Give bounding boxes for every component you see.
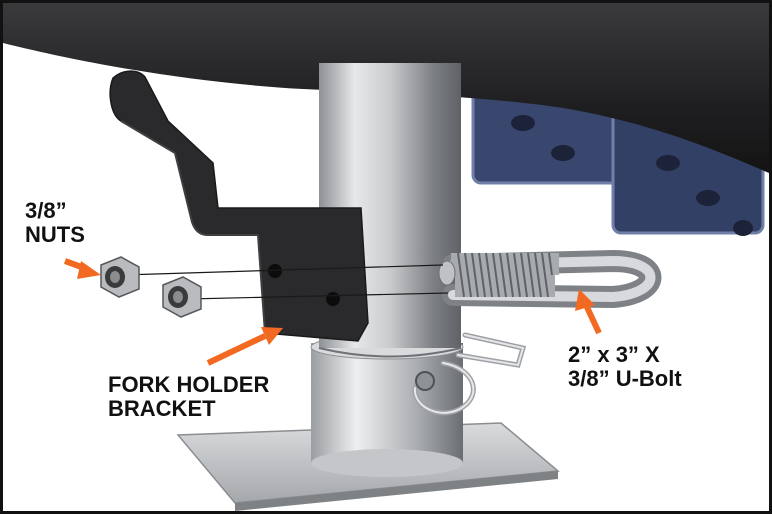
label-fork-line2: BRACKET [108, 395, 216, 421]
nut-right [162, 276, 202, 318]
arrow-fork-holder [206, 327, 283, 366]
arrow-nuts [63, 258, 101, 279]
nut-left [100, 256, 140, 298]
assembly-illustration [3, 3, 769, 511]
label-u-bolt: 2” x 3” X 3/8” U-Bolt [568, 343, 682, 391]
label-ubolt-line2: 3/8” U-Bolt [568, 365, 682, 391]
pin-clip-highlight [413, 334, 525, 414]
label-nuts-size: 3/8” [25, 198, 67, 223]
label-fork-line1: FORK HOLDER [108, 372, 270, 397]
assembly-guide-lines [122, 264, 449, 300]
lower-pole [311, 343, 463, 463]
label-nuts: 3/8” NUTS [25, 199, 85, 247]
label-fork-holder-bracket: FORK HOLDER BRACKET [108, 373, 269, 421]
u-bolt [438, 249, 662, 309]
arrow-u-bolt [575, 289, 602, 335]
label-ubolt-line1: 2” x 3” X [568, 342, 660, 367]
label-nuts-name: NUTS [25, 221, 85, 247]
